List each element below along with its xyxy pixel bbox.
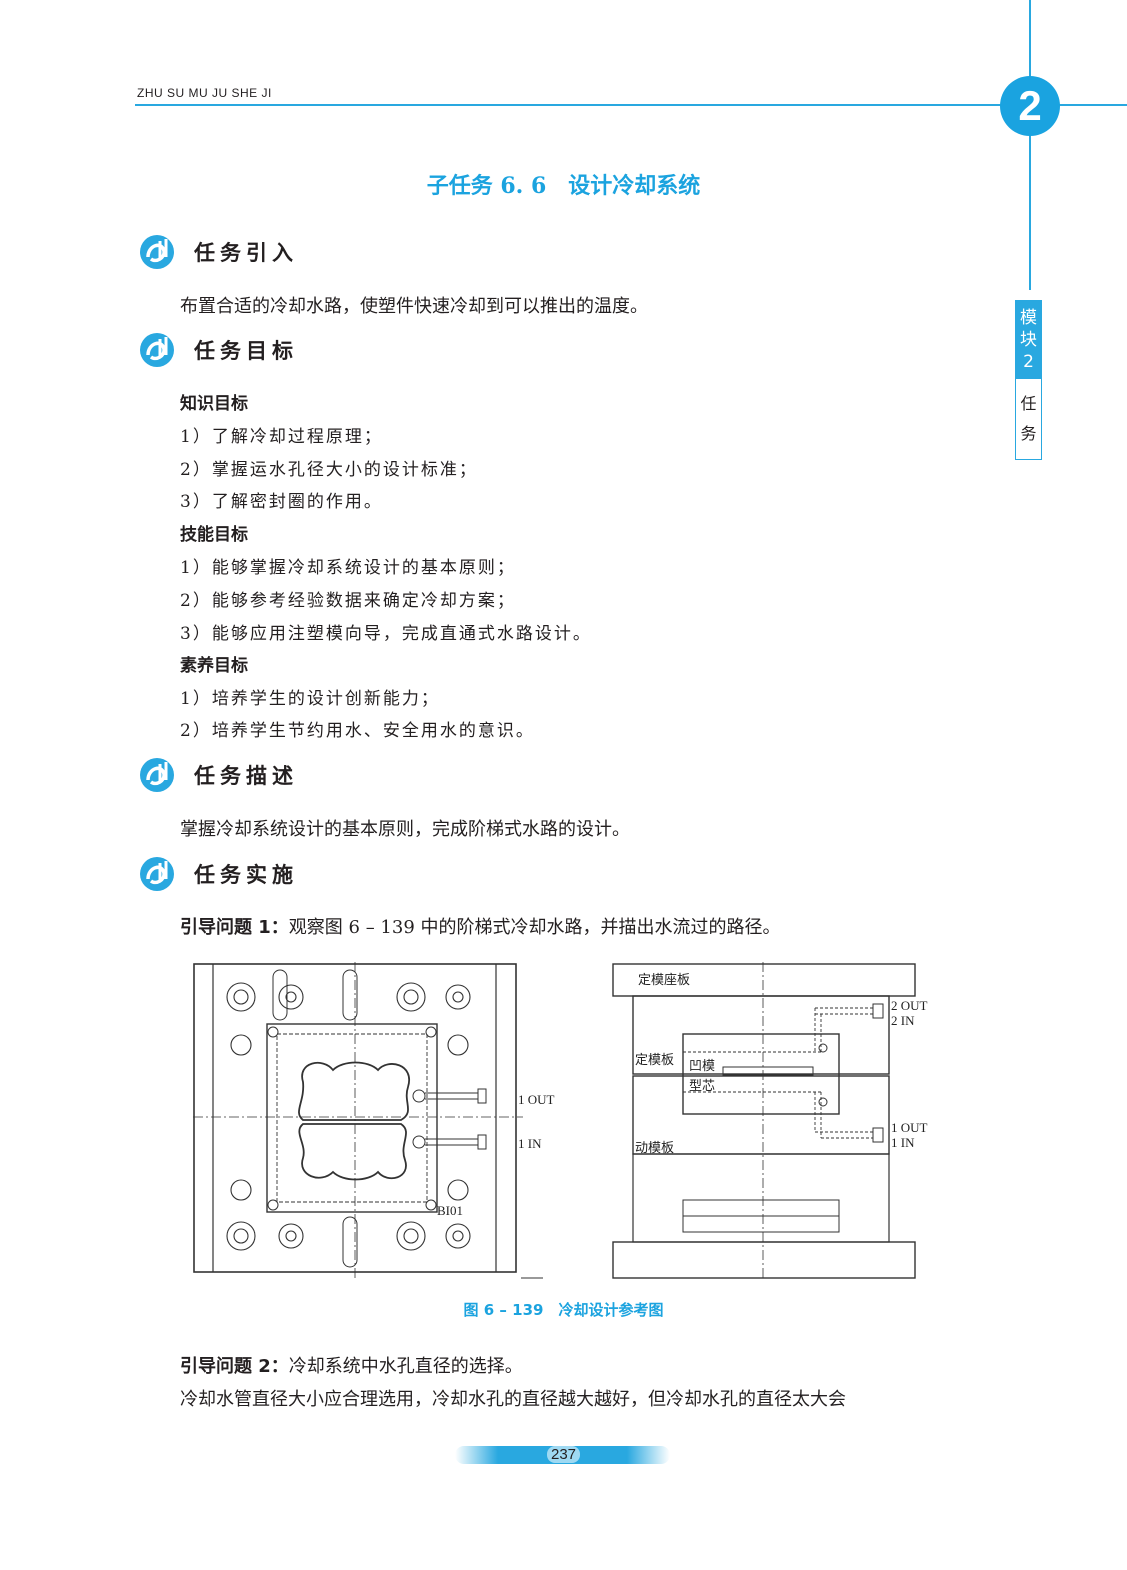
guide-question-1: 引导问题 1：观察图 6 – 139 中的阶梯式冷却水路，并描出水流过的路径。 [180,913,781,939]
left-out-label: 1 OUT [518,1092,555,1107]
section-swirl-icon [140,235,174,269]
fixed-plate-label: 定模板 [635,1053,674,1068]
mold-drawing: 1 OUT 1 IN BI01 [193,962,928,1280]
list-item: 1）培养学生的设计创新能力； [180,689,440,709]
list-item: 2）培养学生节约用水、安全用水的意识。 [180,721,535,741]
side-tab-char: 务 [1020,424,1037,443]
left-in-label: 1 IN [518,1136,542,1151]
side-tab-module: 模 块 2 [1016,301,1041,379]
section-swirl-icon [140,758,174,792]
figure-caption: 图 6 – 139 冷却设计参考图 [463,1301,664,1319]
in2-label: 2 IN [891,1013,915,1028]
section-title: 任务实施 [194,863,298,887]
out2-label: 2 OUT [891,998,928,1013]
in1-label: 1 IN [891,1135,915,1150]
page-number-value: 237 [546,1446,581,1463]
question-text: 观察图 6 – 139 中的阶梯式冷却水路，并描出水流过的路径。 [288,917,781,938]
header-rule [135,104,1127,106]
page-number: 237 [0,1446,1127,1463]
list-item: 2）掌握运水孔径大小的设计标准； [180,460,478,480]
list-item: 2）能够参考经验数据来确定冷却方案； [180,591,516,611]
fixed-clamp-plate-label: 定模座板 [638,973,690,988]
question-label: 引导问题 1： [180,917,289,938]
part-label: BI01 [437,1203,463,1218]
subtask-title: 子任务 6. 6 设计冷却系统 [426,173,701,199]
description-text: 掌握冷却系统设计的基本原则，完成阶梯式水路的设计。 [180,819,630,840]
side-tab-char: 模 [1020,308,1037,328]
section-title: 任务引入 [194,241,298,265]
moving-plate-label: 动模板 [635,1141,674,1156]
side-tab-char: 块 [1020,330,1037,350]
cavity-label: 凹模 [689,1059,715,1074]
question-text: 冷却系统中水孔直径的选择。 [288,1356,523,1377]
section-title: 任务目标 [194,339,298,363]
list-item: 1）了解冷却过程原理； [180,427,383,447]
body-text: 冷却水管直径大小应合理选用，冷却水孔的直径越大越好，但冷却水孔的直径太大会 [180,1389,846,1410]
side-module-tab: 模 块 2 任 务 [1015,300,1042,460]
quality-goals-heading: 素养目标 [180,656,248,676]
side-tab-char: 任 [1020,394,1037,413]
running-title: ZHU SU MU JU SHE JI [137,86,272,100]
side-tab-char: 2 [1023,352,1034,372]
list-item: 3）了解密封圈的作用。 [180,492,383,512]
question-label: 引导问题 2： [180,1356,289,1377]
list-item: 3）能够应用注塑模向导，完成直通式水路设计。 [180,624,592,644]
section-swirl-icon [140,333,174,367]
header-vertical-rule [1029,0,1031,290]
core-label: 型芯 [689,1079,715,1094]
intro-text: 布置合适的冷却水路，使塑件快速冷却到可以推出的温度。 [180,296,648,317]
section-title: 任务描述 [194,764,298,788]
knowledge-goals-heading: 知识目标 [180,394,248,414]
side-tab-task: 任 务 [1016,379,1041,449]
guide-question-2: 引导问题 2：冷却系统中水孔直径的选择。 [180,1352,523,1378]
out1-label: 1 OUT [891,1120,928,1135]
skill-goals-heading: 技能目标 [180,525,248,545]
module-number-badge: 2 [1000,76,1060,136]
cooling-design-figure: 1 OUT 1 IN BI01 [193,962,933,1282]
list-item: 1）能够掌握冷却系统设计的基本原则； [180,558,516,578]
section-swirl-icon [140,857,174,891]
